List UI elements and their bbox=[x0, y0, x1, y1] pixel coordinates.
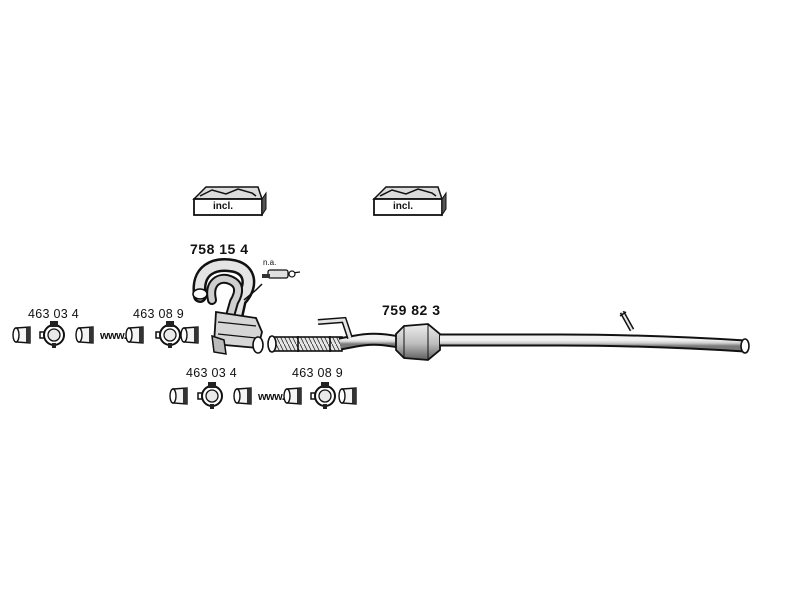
clamp-part bbox=[155, 320, 181, 349]
clamp-part bbox=[197, 381, 223, 410]
sleeve-part bbox=[125, 326, 144, 344]
catalytic-converter bbox=[395, 323, 441, 361]
clamp-part bbox=[310, 381, 336, 410]
kit-incl-label: incl. bbox=[213, 201, 234, 212]
sleeve-part bbox=[233, 387, 252, 405]
part-number-clamp-set: 463 08 9 bbox=[292, 366, 344, 380]
kit-incl-label: incl. bbox=[393, 201, 414, 212]
www-label: www. bbox=[100, 330, 127, 342]
www-label: www. bbox=[258, 391, 285, 403]
gasket-kit-box-left bbox=[192, 186, 267, 217]
part-number-main-assembly: 759 82 3 bbox=[382, 302, 441, 318]
sleeve-part bbox=[338, 387, 357, 405]
lambda-sensor bbox=[261, 269, 301, 279]
tail-pipe bbox=[440, 310, 750, 354]
part-number-manifold: 758 15 4 bbox=[190, 241, 249, 257]
sleeve-part bbox=[12, 326, 31, 344]
part-number-clamp-set: 463 03 4 bbox=[186, 366, 238, 380]
sleeve-part bbox=[75, 326, 94, 344]
sleeve-part bbox=[180, 326, 199, 344]
clamp-part bbox=[39, 320, 65, 349]
manifold-downpipe bbox=[192, 258, 264, 355]
sleeve-part bbox=[169, 387, 188, 405]
sensor-na-label: n.a. bbox=[263, 258, 277, 267]
gasket-kit-box-right bbox=[372, 186, 447, 217]
front-pipe-with-flex bbox=[267, 316, 401, 353]
part-number-clamp-set: 463 08 9 bbox=[133, 307, 185, 321]
part-number-clamp-set: 463 03 4 bbox=[28, 307, 80, 321]
sleeve-part bbox=[283, 387, 302, 405]
